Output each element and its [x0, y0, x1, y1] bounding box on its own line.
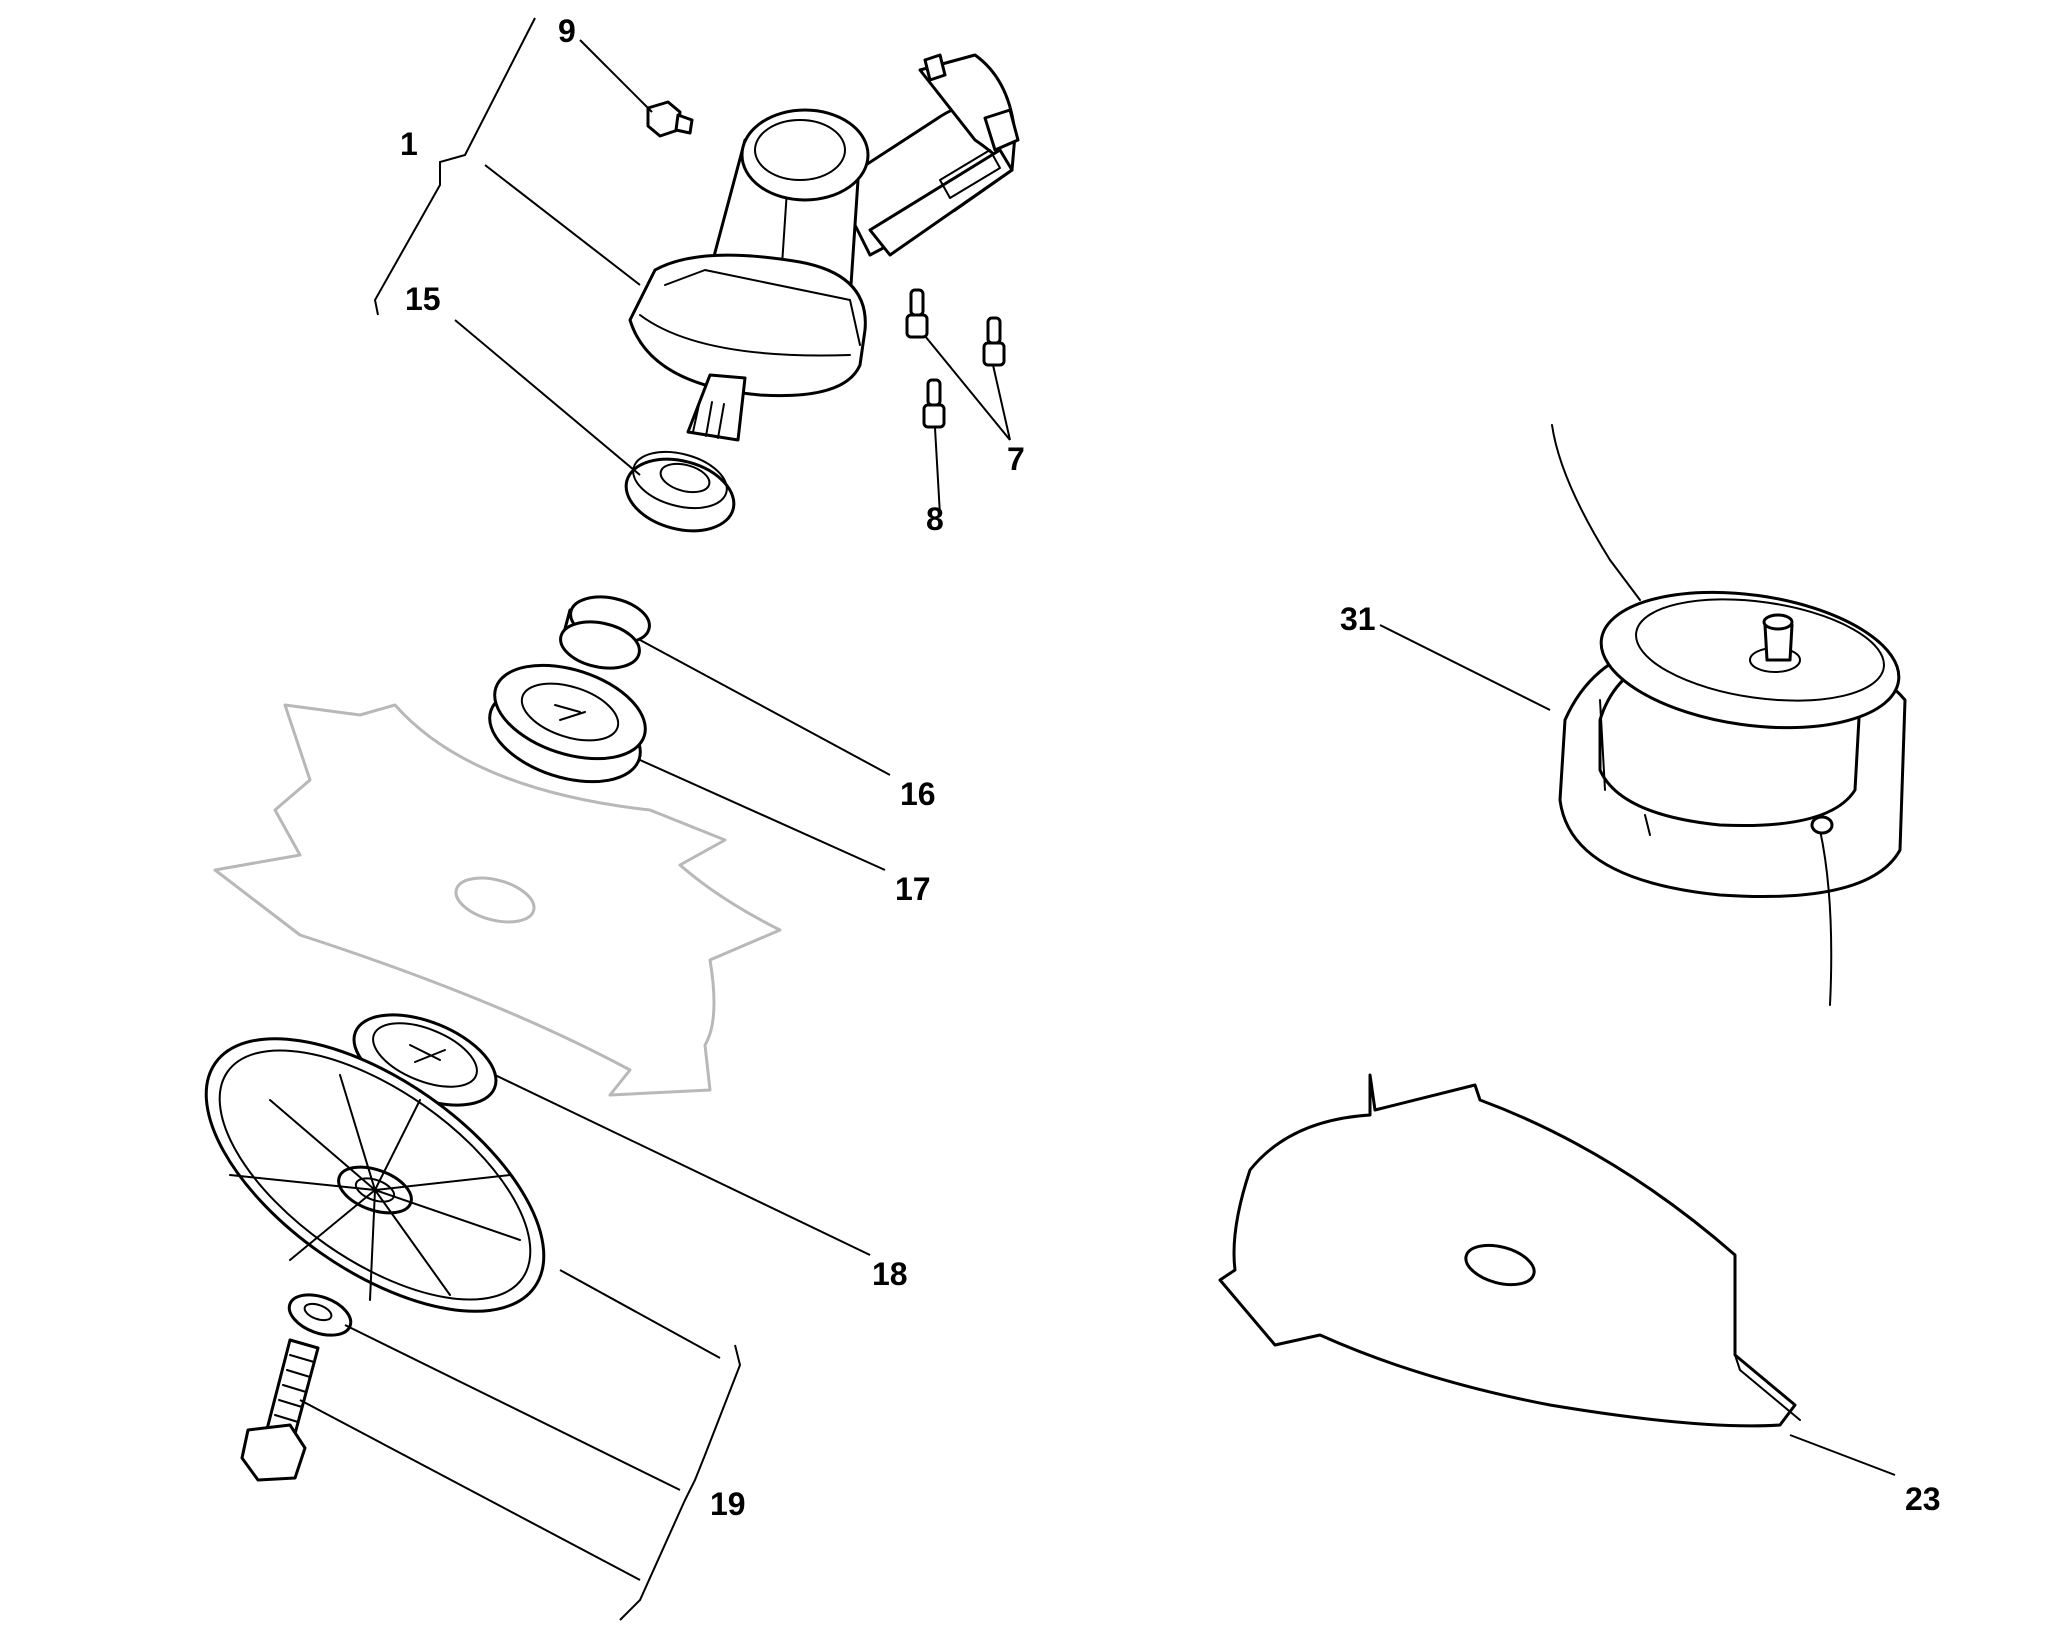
ghost-blade-part: [213, 703, 782, 1097]
label-part-16: 16: [900, 776, 936, 812]
label-part-17: 17: [895, 871, 931, 907]
seal-ring-part: [624, 450, 736, 533]
gearbox-head-part: [628, 53, 1020, 442]
label-part-23: 23: [1905, 1481, 1941, 1517]
label-part-7: 7: [1007, 441, 1025, 477]
label-part-9: 9: [558, 13, 576, 49]
plug-nut-part: [646, 100, 694, 138]
label-part-31: 31: [1340, 601, 1376, 637]
label-part-19: 19: [710, 1486, 746, 1522]
label-part-8: 8: [926, 501, 944, 537]
label-part-1: 1: [400, 126, 418, 162]
label-part-15: 15: [405, 281, 441, 317]
bushing-part: [559, 595, 651, 670]
leader-lines: [299, 17, 1896, 1621]
part-labels: 1 7 8 9 15 16 17 18 19 23 31: [400, 13, 1941, 1522]
screw-8-part: [922, 378, 946, 429]
screw-7b-part: [982, 316, 1006, 367]
screw-7a-part: [905, 288, 929, 339]
trimmer-head-part: [1551, 424, 1907, 1006]
upper-flange-part: [488, 663, 647, 784]
guard-dish-part: [204, 1037, 546, 1313]
label-part-18: 18: [872, 1256, 908, 1292]
three-tooth-blade-part: [1218, 1073, 1801, 1428]
bolt-part: [240, 1338, 320, 1482]
washer-part: [287, 1293, 353, 1337]
